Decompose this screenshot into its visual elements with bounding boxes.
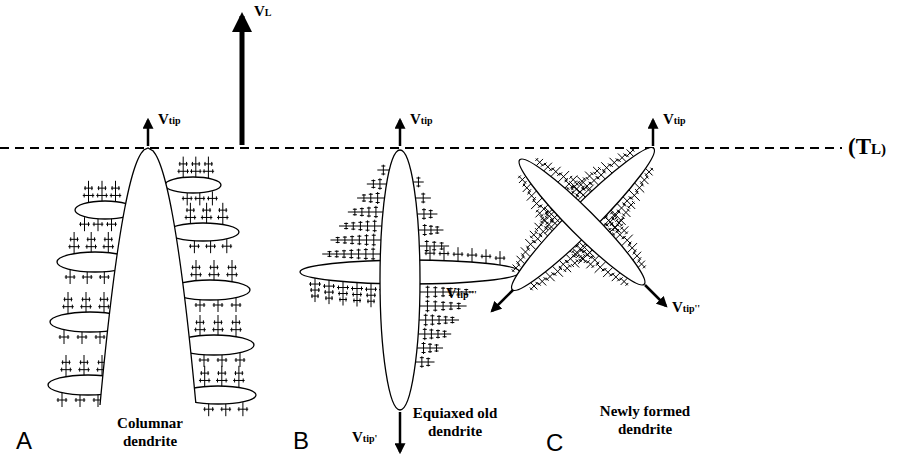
tip-velocity-arrow bbox=[147, 120, 150, 146]
primary-trunk bbox=[100, 148, 196, 405]
tip-velocity-arrow bbox=[652, 120, 655, 146]
panel-caption: Columnar dendrite bbox=[100, 414, 200, 450]
velocity-label: Vtip'' bbox=[672, 298, 700, 316]
tip-velocity-arrow bbox=[399, 412, 402, 452]
velocity-label: Vtip bbox=[410, 110, 433, 128]
panel-letter: B bbox=[293, 428, 309, 454]
primary-arm bbox=[511, 151, 654, 294]
isotherm-label: (TL) bbox=[848, 133, 886, 161]
velocity-label: Vtip' bbox=[352, 428, 377, 446]
panel-letter: C bbox=[546, 430, 563, 456]
isotherm-velocity-arrow bbox=[240, 16, 245, 145]
vertical-arm bbox=[380, 150, 420, 410]
liquidus-isotherm bbox=[0, 147, 842, 149]
tip-velocity-arrow bbox=[492, 290, 513, 311]
secondary-arm bbox=[167, 223, 239, 241]
velocity-label: Vtip''' bbox=[446, 284, 477, 302]
tip-velocity-arrow bbox=[399, 120, 402, 146]
velocity-label: VL bbox=[254, 2, 272, 20]
velocity-label: Vtip bbox=[663, 110, 686, 128]
panel-caption: Equiaxed old dendrite bbox=[412, 404, 498, 440]
primary-arm bbox=[502, 138, 663, 299]
velocity-label: Vtip bbox=[158, 110, 181, 128]
secondary-arm bbox=[165, 177, 221, 193]
panel-letter: A bbox=[16, 428, 32, 454]
tip-velocity-arrow bbox=[645, 285, 666, 306]
panel-caption: Newly formed dendrite bbox=[590, 402, 700, 438]
